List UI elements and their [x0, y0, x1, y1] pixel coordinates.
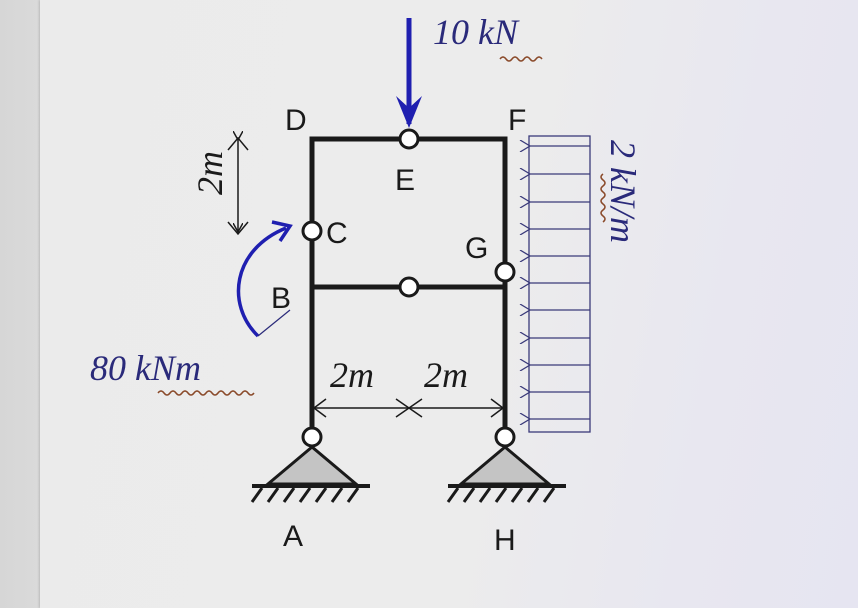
- point-load: 10 kN: [396, 12, 543, 128]
- hinge-C: [301, 220, 323, 242]
- support-A-pin: [301, 426, 323, 448]
- hinge-E: [398, 128, 420, 150]
- support-H-pin: [494, 426, 516, 448]
- spellcheck-squiggle: [157, 390, 255, 396]
- node-label-E: E: [395, 164, 415, 197]
- point-load-arrowhead-icon: [396, 96, 422, 128]
- spellcheck-squiggle: [499, 56, 543, 62]
- node-label-F: F: [508, 104, 526, 137]
- support-H-triangle: [456, 445, 554, 486]
- distributed-load: [528, 135, 591, 433]
- hinges: [301, 128, 516, 298]
- point-load-value: 10 kN: [433, 12, 520, 52]
- support-A-triangle: [263, 445, 361, 486]
- moment-arrowhead-icon: [271, 220, 293, 242]
- paper-sheet: [40, 0, 858, 608]
- support-H: [446, 426, 566, 503]
- node-label-C: C: [326, 217, 348, 250]
- node-label-A: A: [283, 520, 303, 553]
- distributed-load-box: [528, 135, 591, 433]
- moment-arc-icon: [236, 226, 287, 338]
- horizontal-dimension-right: 2m: [424, 355, 468, 395]
- hinge-G: [494, 261, 516, 283]
- node-label-H: H: [494, 524, 516, 557]
- node-label-D: D: [285, 104, 307, 137]
- horizontal-dimensions: [312, 398, 505, 418]
- moment-load: 80 kNm: [90, 220, 293, 396]
- distributed-load-value: 2 kN/m: [603, 140, 643, 243]
- background-edge: [0, 0, 40, 608]
- moment-value: 80 kNm: [90, 348, 201, 388]
- vertical-dimension: 2m: [190, 138, 249, 236]
- distributed-load-arrows: [530, 146, 590, 419]
- spellcheck-squiggle: [600, 173, 606, 223]
- hinge-BG-mid: [398, 276, 420, 298]
- horizontal-dimension-left: 2m: [330, 355, 374, 395]
- vertical-dimension-value: 2m: [190, 151, 230, 195]
- support-A: [250, 426, 370, 503]
- node-label-B: B: [271, 282, 291, 315]
- node-label-G: G: [465, 232, 488, 265]
